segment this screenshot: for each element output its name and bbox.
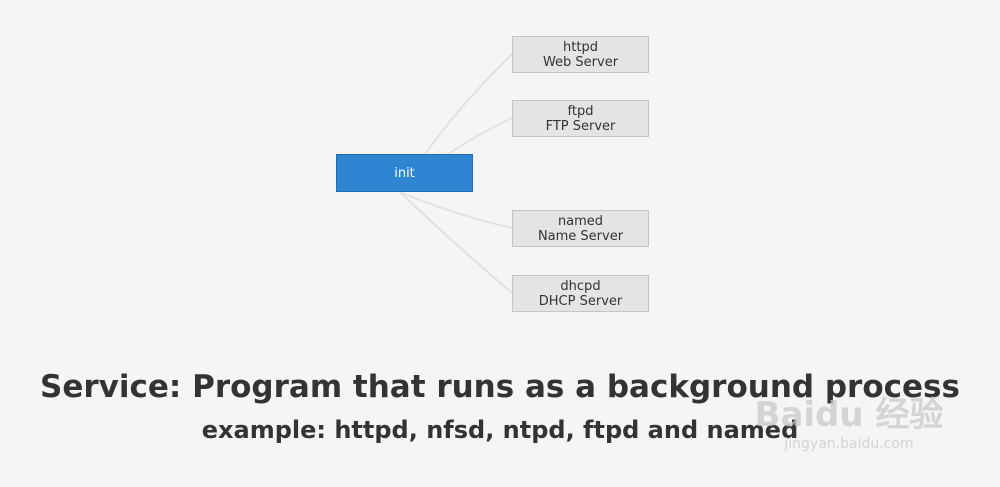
node-httpd-name: httpd xyxy=(563,39,598,55)
caption-subtitle: example: httpd, nfsd, ntpd, ftpd and nam… xyxy=(201,416,799,444)
node-init-label: init xyxy=(394,165,415,181)
node-init: init xyxy=(336,154,473,192)
node-httpd-description: Web Server xyxy=(542,54,619,70)
node-dhcpd: dhcpd DHCP Server xyxy=(512,275,649,312)
node-dhcpd-name: dhcpd xyxy=(560,278,601,294)
node-named-description: Name Server xyxy=(537,228,624,244)
node-dhcpd-description: DHCP Server xyxy=(538,293,623,309)
caption-title: Service: Program that runs as a backgrou… xyxy=(40,369,960,405)
node-httpd: httpd Web Server xyxy=(512,36,649,73)
connector-init-dhcpd xyxy=(399,191,513,294)
node-named: named Name Server xyxy=(512,210,649,247)
connector-init-named xyxy=(399,191,513,229)
node-ftpd: ftpd FTP Server xyxy=(512,100,649,137)
node-ftpd-description: FTP Server xyxy=(545,118,616,134)
node-named-name: named xyxy=(557,213,604,229)
node-ftpd-name: ftpd xyxy=(567,103,594,119)
